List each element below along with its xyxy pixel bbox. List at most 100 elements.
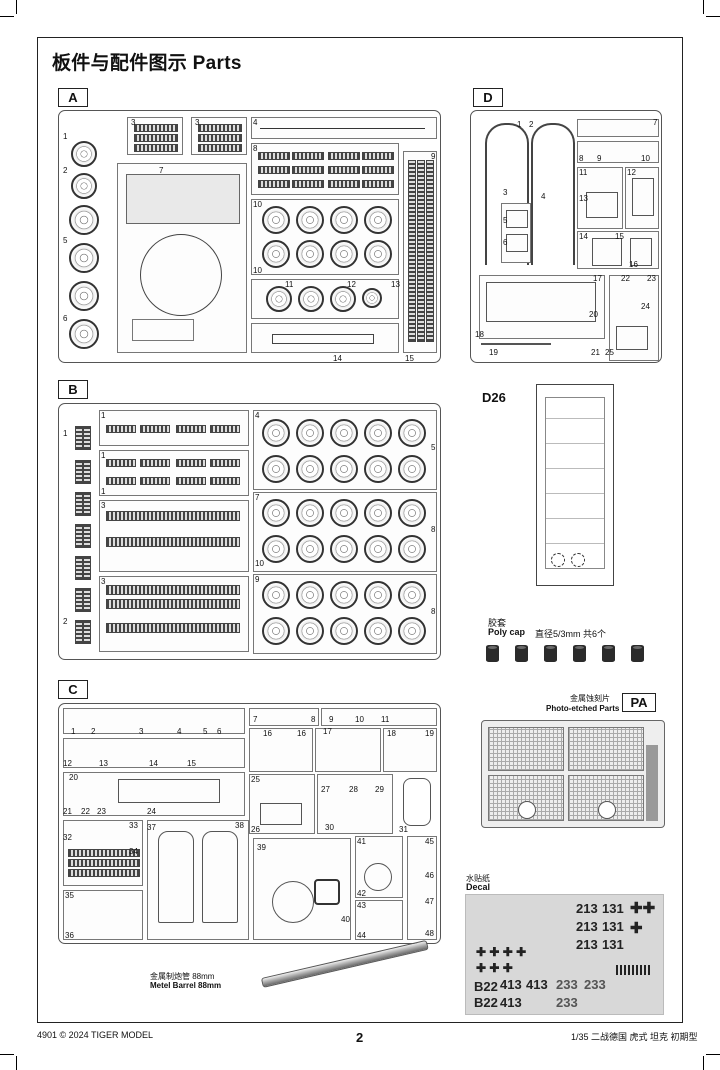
sprue-c-cell-37-38 <box>147 820 249 940</box>
part-number: 3 <box>101 577 106 586</box>
part-number: 13 <box>579 194 588 203</box>
part-number: 4 <box>541 192 546 201</box>
part-number: 23 <box>647 274 656 283</box>
part-number: 4 <box>255 411 260 420</box>
part-number: 2 <box>529 120 534 129</box>
decal-cn-label: 水贴纸 <box>466 874 490 883</box>
page-number: 2 <box>356 1030 364 1045</box>
sprue-c-cell-25-26 <box>249 774 315 834</box>
sprue-a-wheel <box>69 319 99 349</box>
part-number: 11 <box>381 715 390 724</box>
decal-marking: 233 <box>584 977 606 992</box>
part-number: 19 <box>425 729 434 738</box>
part-number: 8 <box>579 154 584 163</box>
crop-mark <box>0 1054 14 1055</box>
sprue-a-wheel <box>69 243 99 273</box>
photoetch-tag: PA <box>622 693 656 712</box>
part-number: 47 <box>425 897 434 906</box>
part-number: 44 <box>357 931 366 940</box>
decal-marking: 213 <box>576 901 598 916</box>
part-number: 16 <box>629 260 638 269</box>
sprue-a: 1 2 3 3 4 5 6 7 8 9 10 10 11 12 13 14 15 <box>58 110 441 363</box>
part-number: 32 <box>63 833 72 842</box>
sprue-c-cell-9-11 <box>321 708 437 726</box>
footer-right: 1/35 二战德国 虎式 坦克 初期型 <box>571 1032 698 1042</box>
part-number: 40 <box>341 915 350 924</box>
barrel-en-label: Metel Barrel 88mm <box>150 981 222 990</box>
sprue-b-cell-3a <box>99 500 249 572</box>
part-number: 12 <box>63 759 72 768</box>
part-number: 24 <box>641 302 650 311</box>
part-number: 45 <box>425 837 434 846</box>
sprue-c-cell-43-44 <box>355 900 403 940</box>
part-number: 48 <box>425 929 434 938</box>
part-number: 9 <box>431 152 436 161</box>
part-number: 5 <box>431 443 436 452</box>
part-number: 14 <box>333 354 342 363</box>
sprue-tag-c: C <box>58 680 88 699</box>
part-number: 30 <box>325 823 334 832</box>
part-number: 35 <box>65 891 74 900</box>
sprue-tag-d: D <box>473 88 503 107</box>
balkenkreuz-icon: ✚ ✚ ✚ <box>476 961 513 975</box>
decal-sheet: 213 131 213 131 213 131 B22 413 413 233 … <box>465 894 664 1015</box>
crop-mark <box>16 1056 17 1070</box>
decal-marking: 233 <box>556 977 578 992</box>
balkenkreuz-icon: ✚✚ <box>630 900 656 917</box>
part-number: 18 <box>387 729 396 738</box>
part-number: 31 <box>399 825 408 834</box>
polycap-cn-label: 胶套 <box>488 618 507 628</box>
part-number: 15 <box>187 759 196 768</box>
part-number: 6 <box>63 314 68 323</box>
sprue-c-cell-1-6 <box>63 708 245 734</box>
sprue-d-cell-12 <box>625 167 659 229</box>
sprue-b-cell-7-10 <box>253 492 437 572</box>
part-number: 18 <box>475 330 484 339</box>
part-number: 17 <box>323 727 332 736</box>
part-number: 16 <box>263 729 272 738</box>
photoetch-fret <box>481 720 665 828</box>
decal-marking: 213 <box>576 937 598 952</box>
part-number: 43 <box>357 901 366 910</box>
part-number: 7 <box>255 493 260 502</box>
decal-marking: 413 <box>526 977 548 992</box>
part-number: 1 <box>63 132 68 141</box>
part-number: 5 <box>503 216 508 225</box>
photoetch-cn-label: 金属蚀刻片 <box>570 694 610 703</box>
part-number: 1 <box>71 727 76 736</box>
sprue-a-cell-3a <box>127 117 183 155</box>
part-number: 10 <box>253 200 262 209</box>
part-number: 10 <box>641 154 650 163</box>
sprue-d: 1 2 3 4 5 6 7 8 9 10 11 12 13 14 15 16 1… <box>470 110 662 363</box>
sprue-a-cell-8 <box>251 143 399 195</box>
part-number: 10 <box>355 715 364 724</box>
crop-mark <box>706 16 720 17</box>
sprue-tag-a: A <box>58 88 88 107</box>
part-number: 1 <box>101 411 106 420</box>
sprue-d-cell-22-25 <box>609 275 659 361</box>
sprue-tag-b: B <box>58 380 88 399</box>
sprue-d-cell-11-13 <box>577 167 623 229</box>
part-number: 6 <box>217 727 222 736</box>
part-number: 1 <box>63 429 68 438</box>
sprue-c-cell-35-36 <box>63 890 143 940</box>
decal-marking: B22 <box>474 995 498 1010</box>
polycap <box>573 645 586 662</box>
sprue-a-cell-9 <box>403 151 437 353</box>
part-number: 1 <box>517 120 522 129</box>
part-number: 9 <box>329 715 334 724</box>
part-number: 24 <box>147 807 156 816</box>
decal-marking: 233 <box>556 995 578 1010</box>
sprue-a-cell-14 <box>251 323 399 353</box>
polycap <box>544 645 557 662</box>
part-number: 12 <box>627 168 636 177</box>
decal-marking: 413 <box>500 977 522 992</box>
crop-mark <box>703 0 704 14</box>
sprue-b-cell-4-5 <box>253 410 437 490</box>
part-number: 34 <box>129 847 138 856</box>
part-number: 1 <box>101 451 106 460</box>
part-number: 20 <box>69 773 78 782</box>
part-number: 9 <box>255 575 260 584</box>
polycap <box>631 645 644 662</box>
part-number: 22 <box>621 274 630 283</box>
